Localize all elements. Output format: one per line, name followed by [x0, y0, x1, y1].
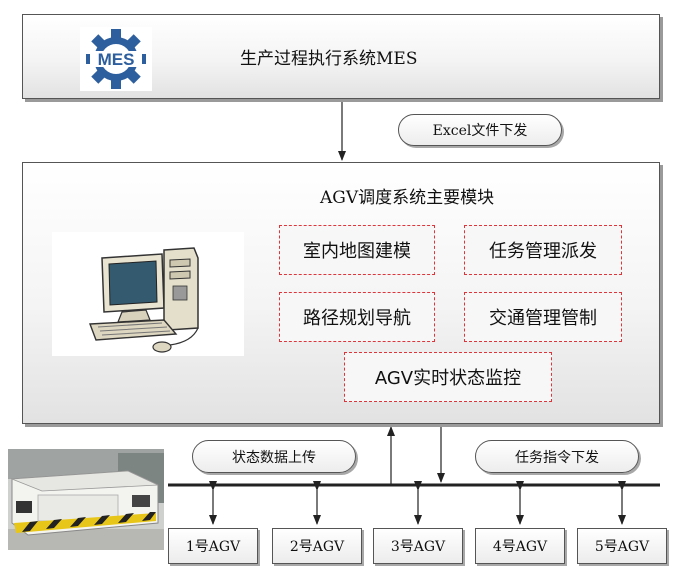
mes-title: 生产过程执行系统MES	[240, 49, 418, 69]
agv-box-1: 1号AGV	[168, 528, 258, 564]
mes-gear-logo-icon: MES	[80, 27, 152, 91]
agv-vehicle-photo-icon	[8, 449, 164, 550]
mes-logo-text: MES	[98, 50, 135, 69]
module-traffic-control: 交通管理管制	[464, 292, 622, 342]
excel-transfer-label: Excel文件下发	[398, 114, 562, 146]
module-path-planning: 路径规划导航	[279, 292, 435, 342]
task-download-label: 任务指令下发	[475, 440, 639, 473]
module-indoor-map: 室内地图建模	[279, 225, 435, 275]
agv-box-5: 5号AGV	[577, 528, 667, 564]
agv-box-2: 2号AGV	[272, 528, 362, 564]
computer-icon	[52, 232, 244, 356]
agv-box-4: 4号AGV	[475, 528, 565, 564]
module-realtime-monitor: AGV实时状态监控	[344, 352, 552, 402]
status-upload-label: 状态数据上传	[192, 440, 356, 473]
agv-box-3: 3号AGV	[373, 528, 463, 564]
agv-system-title: AGV调度系统主要模块	[320, 188, 495, 208]
module-task-dispatch: 任务管理派发	[464, 225, 622, 275]
